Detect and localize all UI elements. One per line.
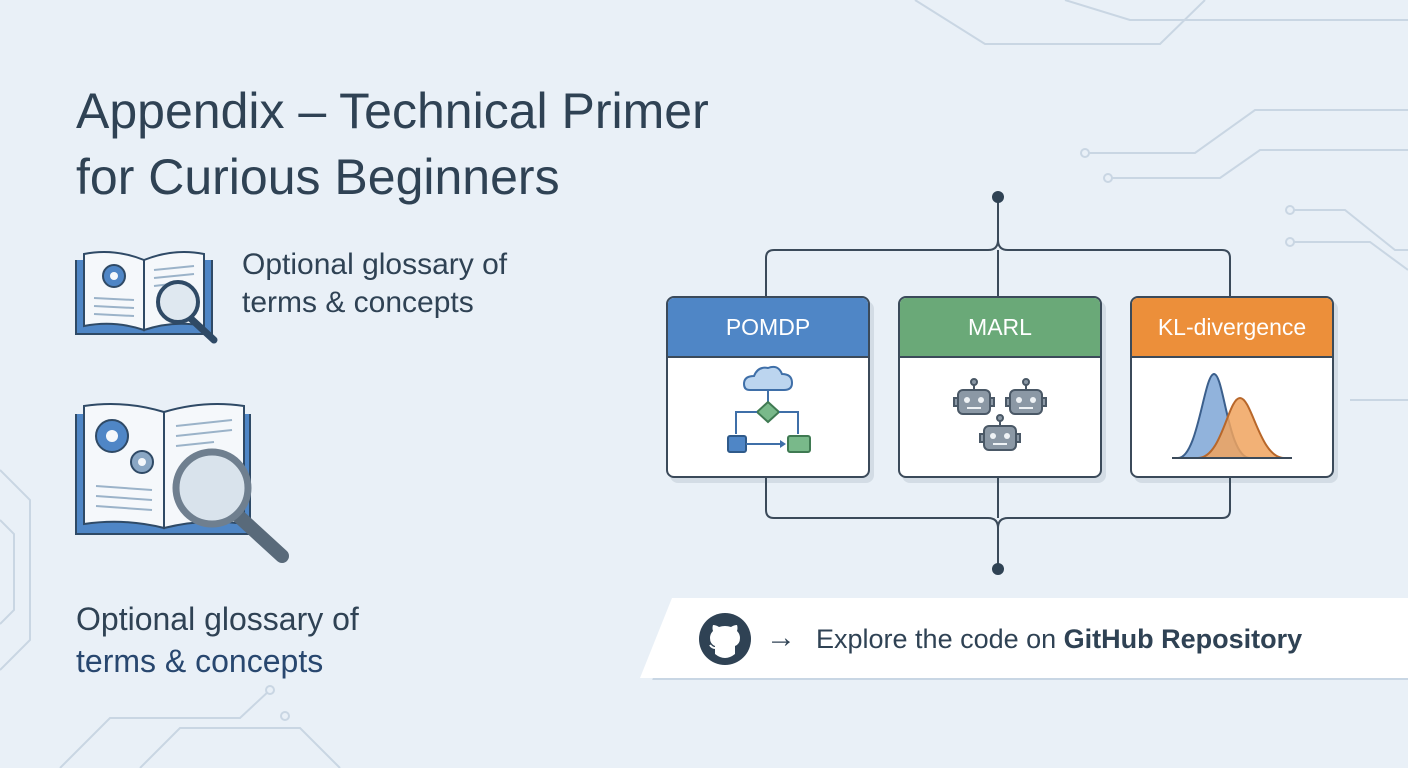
github-link[interactable]: Explore the code on GitHub Repository [816, 624, 1303, 654]
card-pomdp-label: POMDP [668, 298, 868, 358]
book-magnifier-icon [75, 251, 218, 344]
arrow-icon: → [766, 621, 796, 654]
page-title: Appendix – Technical Primer for Curious … [76, 78, 896, 210]
card-marl: MARL [898, 296, 1102, 478]
card-pomdp: POMDP [666, 296, 870, 478]
card-marl-label: MARL [900, 298, 1100, 358]
card-kl-divergence: KL-divergence [1130, 296, 1334, 478]
book-magnifier-large-icon [75, 403, 289, 563]
flowchart-icon [727, 365, 811, 453]
github-banner[interactable]: → Explore the code on GitHub Repository [640, 598, 1408, 680]
glossary-illustration [74, 400, 304, 570]
distribution-curves-icon [1172, 372, 1292, 459]
glossary-bottom-text: Optional glossary of terms & concepts [76, 601, 359, 679]
github-icon[interactable] [698, 612, 752, 666]
glossary-item-top: Optional glossary of terms & concepts [74, 246, 594, 346]
banner-background [640, 598, 1408, 680]
glossary-top-text: Optional glossary of terms & concepts [242, 248, 508, 319]
title-line-2: for Curious Beginners [76, 149, 560, 205]
card-kl-label: KL-divergence [1132, 298, 1332, 358]
title-line-1: Appendix – Technical Primer [76, 83, 709, 139]
github-repository-link-text[interactable]: GitHub Repository [1063, 624, 1303, 654]
robots-icon [953, 378, 1047, 451]
